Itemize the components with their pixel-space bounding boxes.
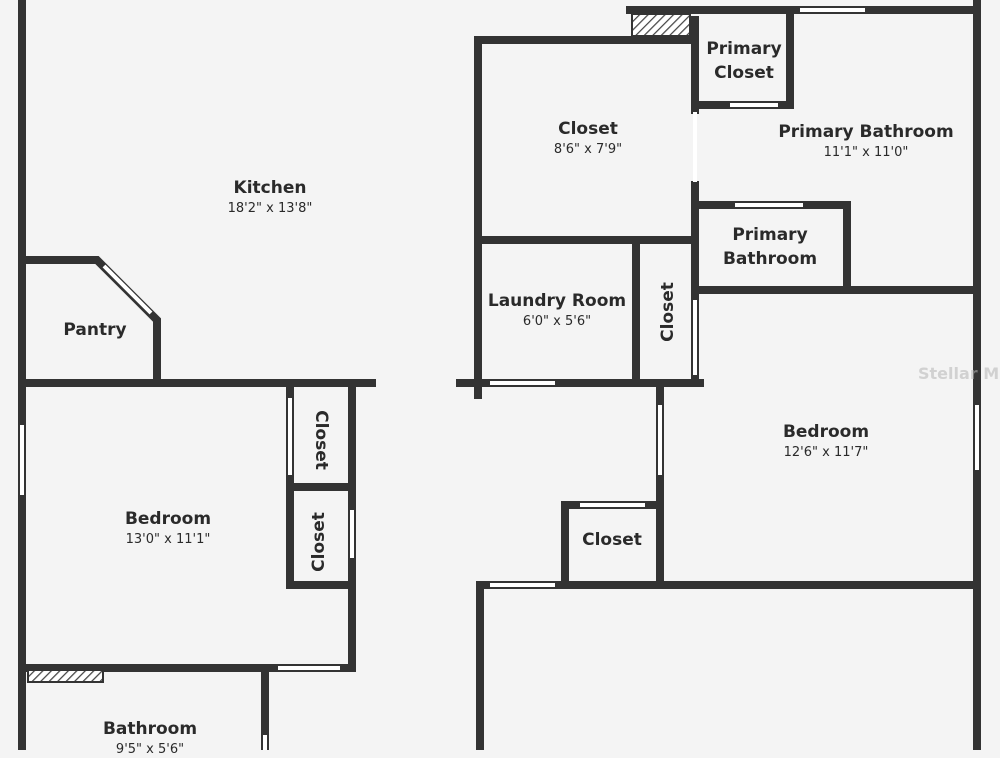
kitchen-label: Kitchen 18'2" x 13'8" [200, 176, 340, 217]
primary-bathroom-large-name: Primary Bathroom [778, 122, 954, 142]
bathroom-label: Bathroom 9'5" x 5'6" [80, 717, 220, 758]
closet-laundry-label: Closet [656, 272, 680, 352]
closet-center-dims: 8'6" x 7'9" [553, 142, 623, 157]
primary-bathroom-large-label: Primary Bathroom 11'1" x 11'0" [766, 120, 966, 161]
pantry-name: Pantry [63, 320, 127, 340]
bedroom-right-name: Bedroom [782, 422, 870, 442]
closet-left-top-label: Closet [309, 400, 333, 480]
watermark: Stellar MLS [918, 364, 1000, 383]
primary-bathroom-small-label: Primary Bathroom [705, 223, 835, 271]
pantry-label: Pantry [45, 318, 145, 342]
bedroom-left-dims: 13'0" x 11'1" [125, 532, 211, 547]
kitchen-name: Kitchen [233, 178, 307, 198]
primary-bathroom-small-line1: Primary [732, 225, 808, 245]
kitchen-dims: 18'2" x 13'8" [227, 201, 313, 216]
closet-left-bottom-label: Closet [307, 502, 331, 582]
primary-bathroom-large-dims: 11'1" x 11'0" [823, 145, 909, 160]
bedroom-right-label: Bedroom 12'6" x 11'7" [746, 420, 906, 461]
primary-closet-line1: Primary [706, 39, 782, 59]
primary-closet-label: Primary Closet [700, 37, 788, 85]
bedroom-right-dims: 12'6" x 11'7" [783, 445, 869, 460]
closet-right-label: Closet [572, 528, 652, 552]
chimney-hatches [27, 13, 691, 683]
bedroom-left-name: Bedroom [124, 509, 212, 529]
closet-center-label: Closet 8'6" x 7'9" [528, 117, 648, 158]
closet-left-bottom-name: Closet [309, 512, 329, 572]
closet-laundry-name: Closet [658, 282, 678, 342]
laundry-name: Laundry Room [487, 291, 627, 311]
laundry-label: Laundry Room 6'0" x 5'6" [482, 289, 632, 330]
primary-closet-line2: Closet [714, 63, 774, 83]
primary-bathroom-small-line2: Bathroom [722, 249, 818, 269]
bedroom-left-label: Bedroom 13'0" x 11'1" [88, 507, 248, 548]
closet-center-name: Closet [558, 119, 618, 139]
laundry-dims: 6'0" x 5'6" [522, 314, 592, 329]
bathroom-name: Bathroom [102, 719, 198, 739]
closet-right-name: Closet [582, 530, 642, 550]
walls [18, 0, 981, 750]
closet-left-top-name: Closet [311, 410, 331, 470]
windows-and-doors [20, 8, 979, 750]
